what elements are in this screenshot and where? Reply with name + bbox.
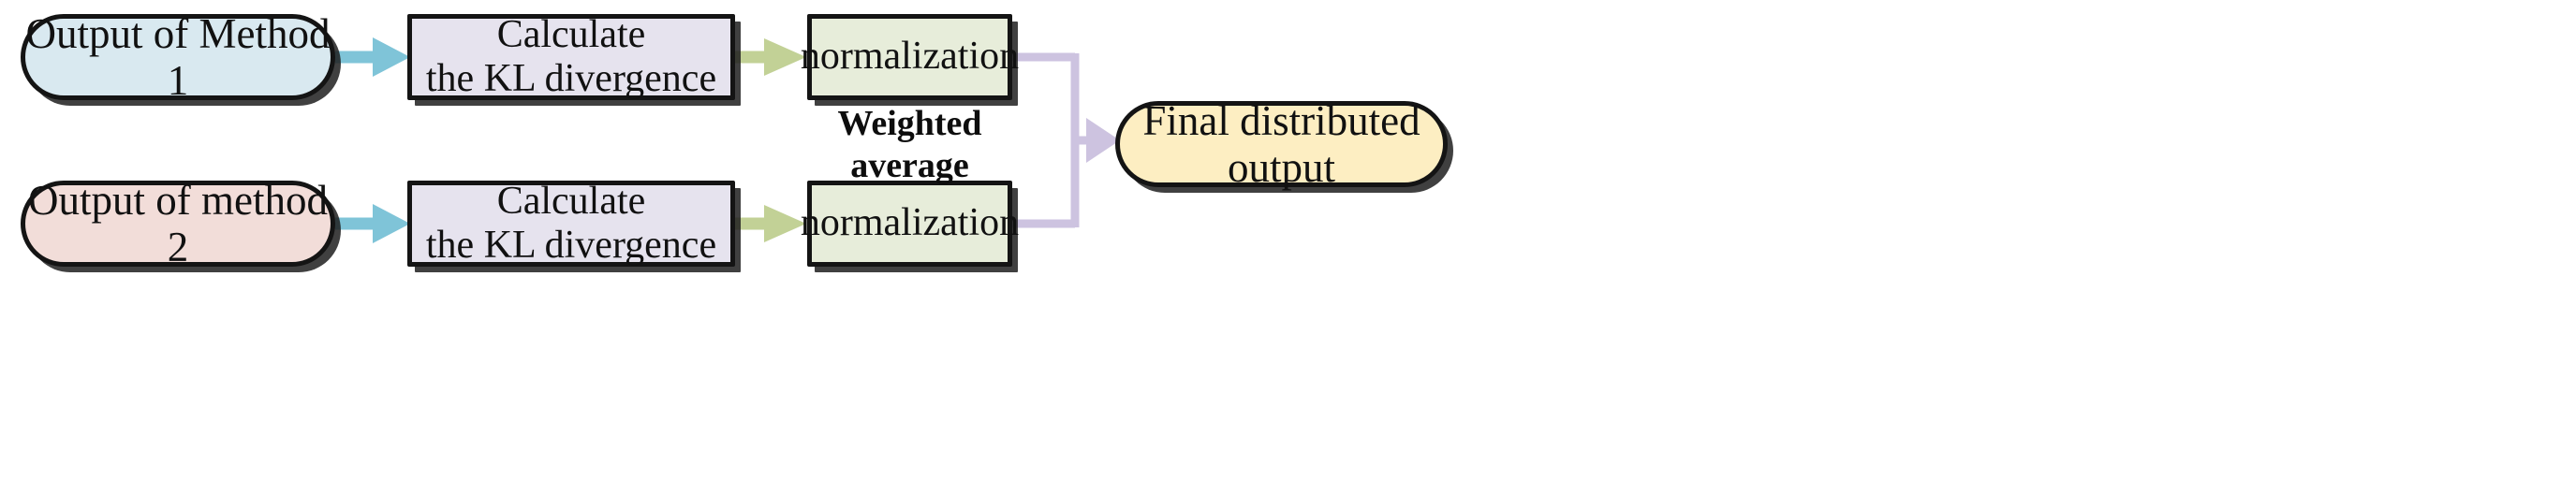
node-normalization-top[interactable]: normalization: [801, 14, 1019, 100]
node-final-distributed-output[interactable]: Final distributed output: [1115, 97, 1448, 191]
edge-kl2-to-norm2: [735, 205, 806, 242]
edge-kl1-to-norm1: [735, 38, 806, 76]
node-normalization-bottom[interactable]: normalization: [801, 181, 1019, 267]
weighted-average-caption: Weighted average: [837, 104, 982, 185]
node-label: Calculate the KL divergence: [425, 179, 717, 267]
edge-method2-to-kl2: [335, 204, 410, 243]
node-calculate-kl-divergence-top[interactable]: Calculate the KL divergence: [407, 12, 735, 100]
node-output-of-method-1[interactable]: Output of Method 1: [21, 10, 335, 104]
node-label: normalization: [800, 201, 1020, 245]
node-label: Output of method 2: [28, 176, 328, 270]
node-calculate-kl-divergence-bottom[interactable]: Calculate the KL divergence: [407, 179, 735, 267]
edge-method1-to-kl1: [335, 37, 410, 77]
node-label: normalization: [800, 35, 1020, 79]
node-output-of-method-2[interactable]: Output of method 2: [21, 177, 335, 270]
node-label: Calculate the KL divergence: [425, 12, 717, 100]
node-label: Final distributed output: [1142, 96, 1420, 191]
edge-norm-merge-to-final: [1012, 52, 1120, 228]
node-label: Output of Method 1: [25, 9, 331, 104]
